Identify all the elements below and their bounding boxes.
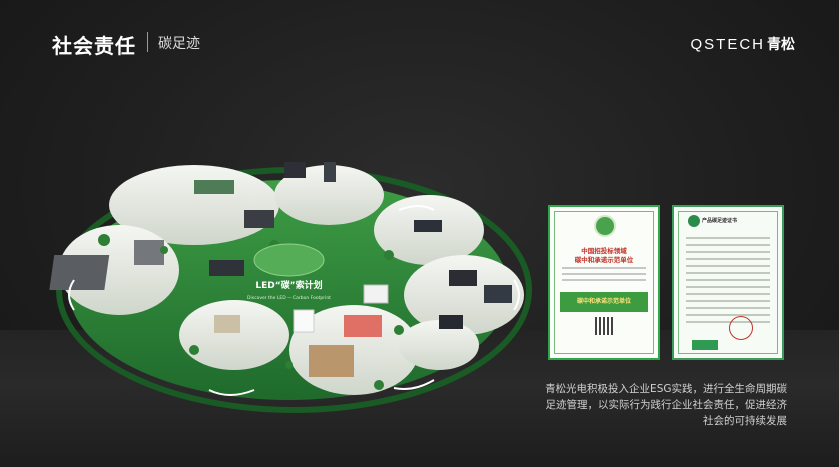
certificate-logo-icon bbox=[688, 215, 700, 227]
certificate-text-lines bbox=[686, 237, 770, 328]
product-dark-2 bbox=[244, 210, 274, 228]
plate-bottom-right bbox=[399, 320, 479, 370]
product-tablet bbox=[363, 284, 389, 304]
diagram-svg: LED“碳”索计划 Discover the LED — Carbon Foot… bbox=[49, 162, 532, 413]
product-cabinet bbox=[134, 240, 164, 265]
certificate-band: 碳中和承诺示范单位 bbox=[560, 292, 648, 312]
caption-line-3: 社会的可持续发展 bbox=[703, 415, 787, 427]
certificate-carbon-neutral: 中国招投标领域 碳中和承诺示范单位 碳中和承诺示范单位 bbox=[548, 205, 660, 360]
trees bbox=[98, 234, 404, 390]
plate-right bbox=[404, 255, 524, 335]
product-tile bbox=[214, 315, 240, 333]
product-screen-1 bbox=[194, 180, 234, 194]
certificate-product-footprint: 产品碳足迹证书 bbox=[672, 205, 784, 360]
certificate-badge bbox=[692, 340, 718, 350]
product-screen-7 bbox=[209, 260, 244, 276]
center-emblem bbox=[253, 243, 325, 277]
product-red-frame bbox=[344, 315, 382, 337]
product-screen-4 bbox=[414, 220, 442, 232]
certificate-title-line-2: 碳中和承诺示范单位 bbox=[574, 256, 634, 264]
plate-bottom-left bbox=[179, 300, 289, 370]
logo-text: QSTECH bbox=[690, 35, 765, 53]
plate-top-center bbox=[274, 165, 384, 225]
caption-line-1: 青松光电积极投入企业ESG实践，进行全生命周期碳 bbox=[545, 383, 787, 395]
page-subtitle: 碳足迹 bbox=[158, 36, 200, 52]
certificate-title: 产品碳足迹证书 bbox=[702, 218, 738, 224]
caption-text: 青松光电积极投入企业ESG实践，进行全生命周期碳 足迹管理，以实际行为践行企业社… bbox=[527, 381, 787, 429]
certificate-title-line-1: 中国招投标领域 bbox=[581, 247, 627, 255]
cycle-arrows bbox=[68, 205, 520, 396]
product-screen-2 bbox=[284, 162, 306, 178]
plate-top-left bbox=[109, 165, 279, 245]
product-panel bbox=[49, 255, 110, 290]
product-screen-5 bbox=[449, 270, 477, 286]
carbon-footprint-diagram: LED“碳”索计划 Discover the LED — Carbon Foot… bbox=[44, 150, 534, 420]
center-subtitle: Discover the LED — Carbon Footprint bbox=[247, 295, 331, 301]
certificate-text-lines bbox=[562, 267, 646, 285]
product-screen-3 bbox=[324, 162, 336, 182]
certificate-border bbox=[678, 211, 778, 354]
logo-cn-text: 青松 bbox=[767, 37, 795, 53]
certificate-seal-icon bbox=[594, 215, 616, 237]
qr-code-icon bbox=[595, 317, 613, 335]
center-title: LED“碳”索计划 bbox=[255, 279, 322, 291]
product-dark-1 bbox=[439, 315, 463, 329]
certificate-border bbox=[554, 211, 654, 354]
page-title: 社会责任 bbox=[52, 34, 136, 58]
caption-line-2: 足迹管理，以实际行为践行企业社会责任，促进经济 bbox=[545, 399, 788, 411]
product-white-panel bbox=[293, 309, 315, 333]
brand-logo: QSTECH 青松 bbox=[690, 34, 795, 54]
certificate-title: 中国招投标领域 碳中和承诺示范单位 bbox=[550, 247, 658, 265]
product-screen-6 bbox=[484, 285, 512, 303]
certificate-stamp-icon bbox=[729, 316, 753, 340]
product-box bbox=[309, 345, 354, 377]
title-divider bbox=[147, 32, 148, 52]
